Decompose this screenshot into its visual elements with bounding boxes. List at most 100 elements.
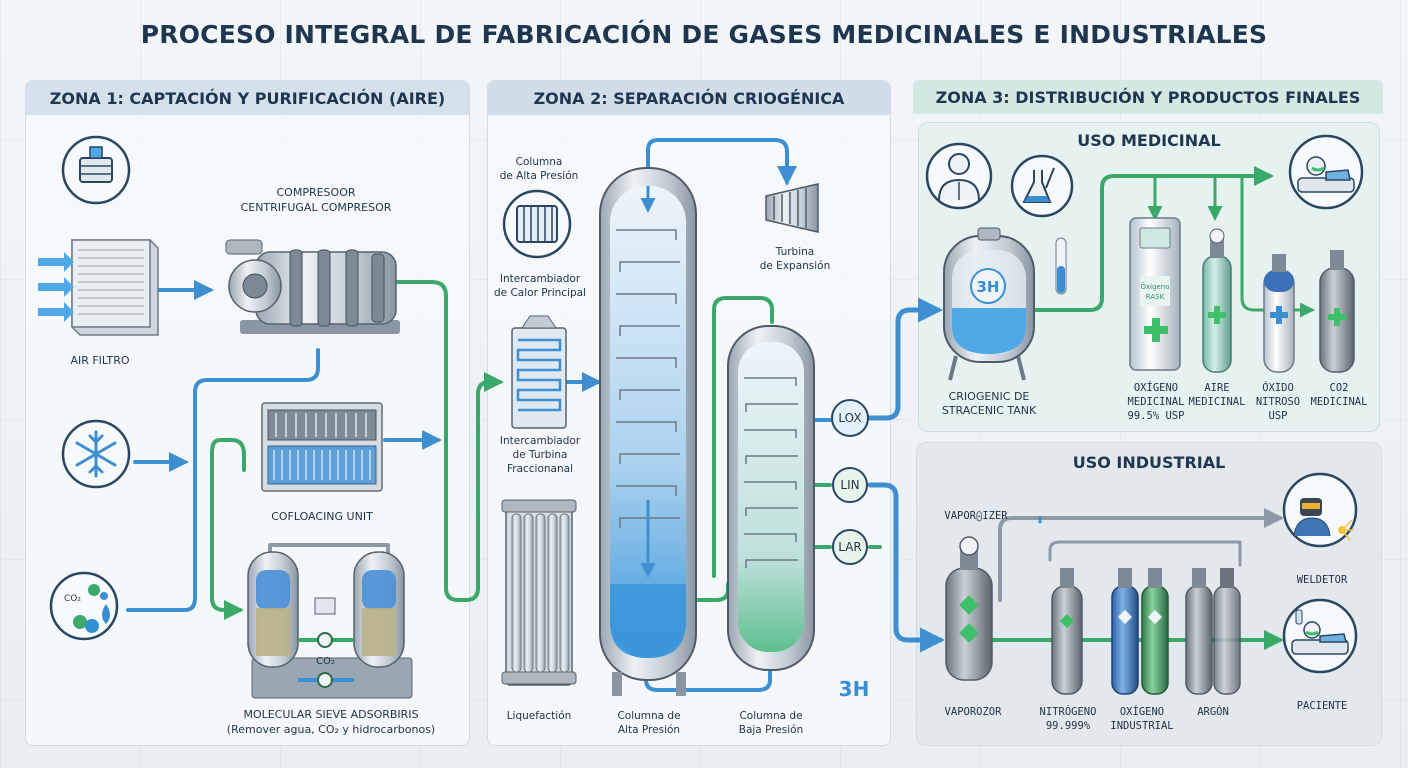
vaporizer-cylinder — [945, 536, 993, 681]
nitrous-oxide-cylinder — [1263, 254, 1295, 373]
product-oxygen-medical-line3: 99.5% USP — [1127, 410, 1185, 422]
lox-badge — [831, 399, 869, 437]
high-pressure-column — [599, 167, 697, 696]
nitrogen-cylinder — [1051, 568, 1083, 695]
hp-column-top-label-1: Columna — [515, 156, 563, 168]
co2-small-label: CO₂ — [64, 594, 81, 604]
zone-3-header: ZONA 3: DISTRIBUCIÓN Y PRODUCTOS FINALES — [913, 80, 1383, 114]
lp-column-bottom-label-1: Columna de — [739, 710, 803, 722]
pipe-co2-loop — [126, 348, 320, 612]
pipe-hp-to-lp — [712, 296, 774, 578]
argon-cylinder-1 — [1185, 568, 1213, 695]
lox-label: LOX — [838, 411, 861, 425]
pipe-sieve-loop — [210, 438, 246, 620]
turbine-heat-exchanger — [511, 315, 567, 429]
expansion-turbine — [765, 183, 819, 233]
patient-label: PACIENTE — [1296, 700, 1348, 712]
zone-2-header: ZONA 2: SEPARACIÓN CRIOGÉNICA — [488, 81, 890, 115]
main-heat-exchanger-icon — [502, 189, 572, 259]
product-co2-medical-line1: CO2 — [1329, 382, 1349, 394]
main-hx-label-2: de Calor Principal — [494, 287, 586, 299]
test-tube-icon — [1055, 237, 1067, 295]
air-filter-unit — [71, 239, 159, 336]
hospital-patient-icon — [1288, 134, 1364, 210]
air-filter-label: AIR FILTRO — [70, 354, 130, 367]
lar-badge — [832, 529, 868, 565]
air-intake-arrows-icon — [38, 252, 74, 322]
page-title: PROCESO INTEGRAL DE FABRICACIÓN DE GASES… — [140, 20, 1268, 49]
product-industrial-oxygen-line1: OXÍGENO — [1119, 706, 1165, 718]
compressor-label-1: COMPRESOOR — [276, 186, 356, 199]
air-filter-icon-circle — [61, 135, 131, 205]
lin-badge — [832, 467, 868, 503]
pipe-ind-manifold — [1048, 540, 1242, 567]
turbine-hx-label-1: Intercambiador — [499, 435, 581, 447]
product-medical-air-line1: AIRE — [1204, 382, 1230, 394]
product-nitrous-oxide-line2: NITROSO — [1255, 396, 1301, 408]
pipe-hp-top-to-turbine — [646, 138, 797, 186]
tank-label-2: STRACENIC TANK — [941, 404, 1037, 417]
product-oxygen-medical-line1: OXÍGENO — [1133, 382, 1179, 394]
lar-label: LAR — [838, 540, 862, 554]
zone-1-header: ZONA 1: CAPTACIÓN Y PURIFICACIÓN (AIRE) — [26, 81, 469, 115]
turbine-label-2: de Expansión — [759, 260, 831, 272]
welder-label: WELDETOR — [1296, 574, 1348, 586]
industrial-use-title: USO INDUSTRIAL — [1072, 453, 1226, 472]
product-oxygen-medical-line2: MEDICINAL — [1127, 396, 1185, 408]
product-nitrous-oxide-line3: USP — [1268, 410, 1288, 422]
product-medical-air-line2: MEDICINAL — [1188, 396, 1246, 408]
sieve-label-1: MOLECULAR SIEVE ADSORBIRIS — [243, 708, 419, 721]
vaporizer-bottom-label: VAPOROZOR — [944, 706, 1002, 718]
liquefaction-unit — [501, 499, 577, 686]
turbine-hx-label-3: Fraccionanal — [506, 463, 573, 475]
zone2-mark: 3H — [839, 677, 870, 701]
hp-column-bottom-label-2: Alta Presión — [617, 724, 681, 736]
pipes — [126, 138, 1315, 692]
medical-air-cylinder — [1202, 228, 1232, 373]
sieve-label-2: (Remover agua, CO₂ y hidrocarbonos) — [226, 723, 436, 736]
molecular-sieve-adsorbers — [247, 551, 413, 699]
welder-icon — [1282, 472, 1358, 548]
pipe-lin-to-industrial — [867, 482, 945, 653]
pipe-lox-to-tank — [867, 297, 943, 421]
cryogenic-tank — [943, 227, 1035, 381]
pipe-lp-bottom — [644, 668, 772, 692]
snowflake-icon — [61, 419, 131, 489]
concentrator-text-1: Ŏxigeno — [1140, 282, 1169, 291]
turbine-hx-label-2: de Turbina — [512, 449, 568, 461]
cooling-unit — [261, 402, 383, 492]
low-pressure-column — [727, 325, 815, 671]
product-co2-medical-line2: MEDICINAL — [1310, 396, 1368, 408]
product-nitrous-oxide-line1: ÓXIDO — [1262, 382, 1294, 394]
lab-flask-icon — [1010, 154, 1074, 218]
industrial-oxygen-cylinder-green — [1141, 568, 1169, 695]
hp-column-top-label-2: de Alta Presión — [499, 170, 579, 182]
tank-mark: 3H — [977, 278, 1000, 296]
lin-label: LIN — [840, 478, 859, 492]
pipe-hp-side — [692, 582, 730, 602]
argon-cylinder-2 — [1213, 568, 1241, 695]
pipe-tank-to-products — [1028, 166, 1274, 312]
pipe-compressor-to-z2 — [388, 280, 504, 602]
main-hx-label-1: Intercambiador — [499, 273, 581, 285]
centrifugal-compressor — [225, 239, 400, 334]
patient-icon — [1282, 598, 1358, 674]
lp-column-bottom-label-2: Baja Presión — [738, 724, 804, 736]
tank-label-1: CRIOGENIC DE — [948, 390, 1030, 403]
liquefaction-label: Liquefactión — [506, 710, 572, 722]
industrial-oxygen-cylinder-blue — [1111, 568, 1139, 695]
product-nitrogen-line1: NITRÓGENO — [1039, 706, 1097, 718]
co2-water-icon — [49, 571, 119, 641]
vaporizer-top-label: VAPOR⨀IZER — [944, 510, 1008, 522]
product-nitrogen-line2: 99.999% — [1045, 720, 1091, 732]
hp-column-bottom-label-1: Columna de — [617, 710, 681, 722]
oxygen-concentrator — [1129, 217, 1181, 371]
product-industrial-oxygen-line2: INDUSTRIAL — [1110, 720, 1174, 732]
cooling-unit-label: COFLOACING UNIT — [271, 510, 373, 523]
product-argon-label: ARGÓN — [1197, 706, 1229, 718]
co2-medical-cylinder — [1319, 250, 1355, 373]
co2-valve-label: CO₂ — [316, 656, 335, 667]
concentrator-text-2: RASK — [1146, 293, 1165, 301]
zone-3-panel: ZONA 3: DISTRIBUCIÓN Y PRODUCTOS FINALES — [913, 80, 1383, 114]
